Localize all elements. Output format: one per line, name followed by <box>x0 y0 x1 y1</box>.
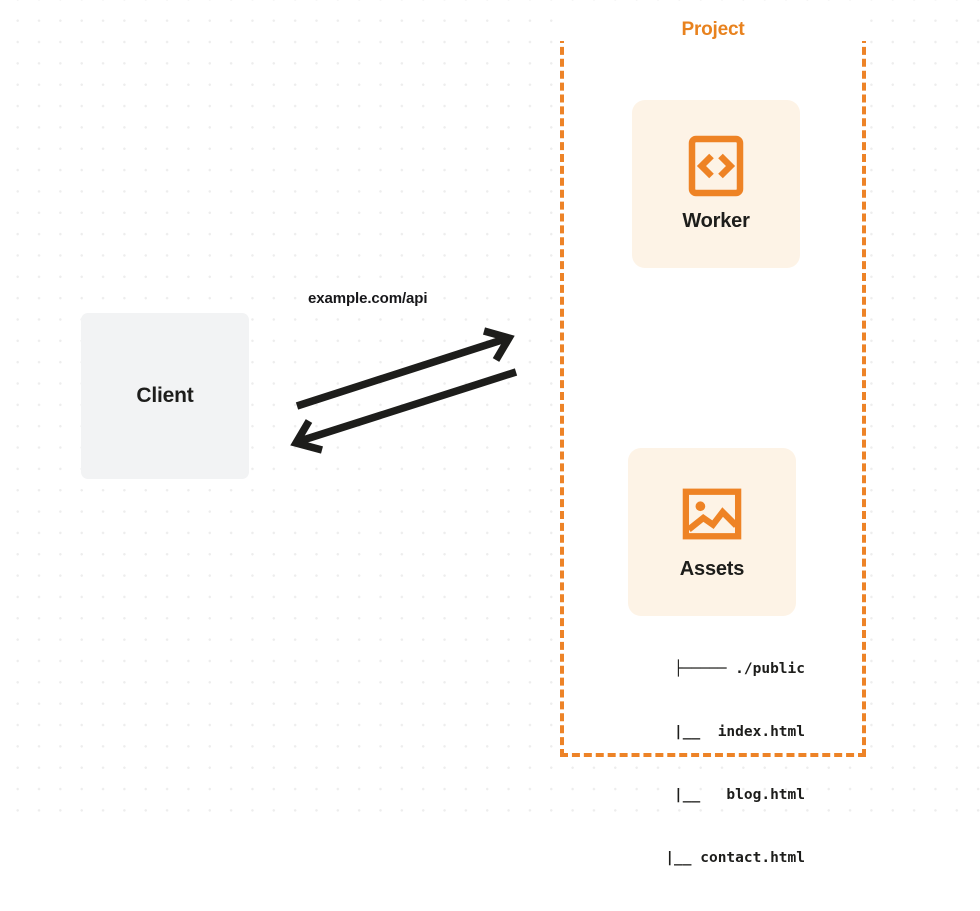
request-url-label: example.com/api <box>308 290 428 307</box>
request-arrow-head <box>482 327 515 362</box>
project-title: Project <box>560 19 866 41</box>
assets-card[interactable]: Assets <box>628 448 796 616</box>
response-arrow-head <box>290 419 323 454</box>
client-node[interactable]: Client <box>81 313 249 479</box>
request-arrow-line <box>295 335 507 410</box>
assets-file-tree: ├───── ./public |__ index.html |__ blog.… <box>600 617 805 911</box>
assets-card-label: Assets <box>679 557 745 580</box>
client-node-label: Client <box>136 384 194 407</box>
worker-card-label: Worker <box>682 209 750 232</box>
file-tree-row: |__ contact.html <box>621 850 805 866</box>
file-tree-row: ├───── ./public <box>674 661 805 677</box>
project-title-text: Project <box>676 19 750 40</box>
worker-card[interactable]: Worker <box>632 100 800 268</box>
code-brackets-icon <box>686 135 746 196</box>
file-tree-row: |__ blog.html <box>630 787 805 803</box>
diagram-canvas: Client example.com/api Project Worker <box>0 0 980 866</box>
response-arrow-line <box>298 368 518 445</box>
file-tree-row: |__ index.html <box>630 724 805 740</box>
image-picture-icon <box>682 484 742 544</box>
